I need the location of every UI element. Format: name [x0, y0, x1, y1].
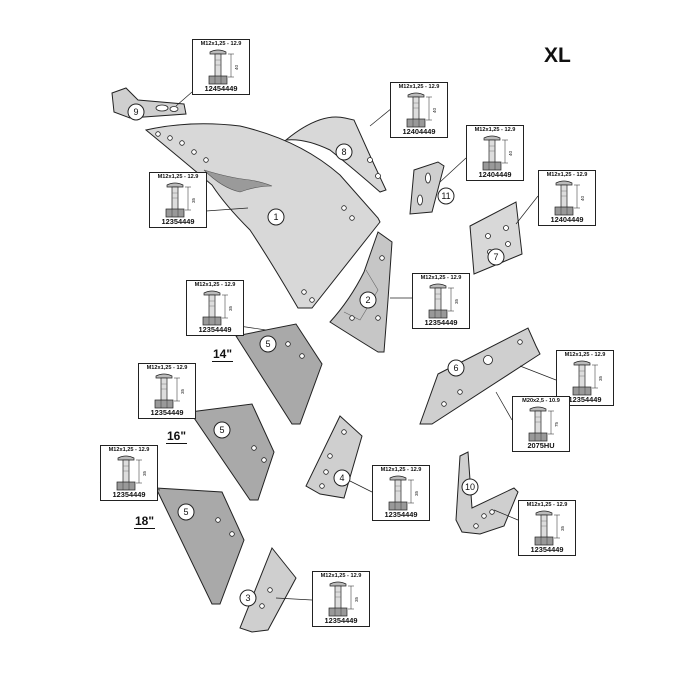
bolt-code: 2075HU: [527, 441, 555, 450]
bolt-length: 35: [354, 596, 359, 602]
bolt-box-part-6-m20[interactable]: M20x2,5 - 10.9 2075HU 75: [512, 396, 570, 452]
bolt-icon: [428, 283, 454, 319]
part-5-14-number: 5: [265, 339, 270, 349]
bolt-icon: [328, 581, 354, 617]
bolt-icon: [154, 373, 180, 409]
bolt-spec: M12x1,25 - 12.9: [526, 502, 568, 508]
part-8-number: 8: [341, 147, 346, 157]
part-5-share-18[interactable]: [155, 487, 245, 605]
bolt-code: 12404449: [402, 127, 436, 136]
bolt-code: 12404449: [550, 215, 584, 224]
bolt-spec: M12x1,25 - 12.9: [200, 41, 242, 47]
bolt-icon: [572, 360, 598, 396]
bolt-length: 40: [432, 107, 437, 113]
bolt-length: 40: [234, 64, 239, 70]
bolt-length: 35: [414, 490, 419, 496]
bolt-box-part-1[interactable]: M12x1,25 - 12.9 12354449 35: [149, 172, 207, 228]
bolt-icon: [534, 510, 560, 546]
bolt-spec: M12x1,25 - 12.9: [398, 84, 440, 90]
bolt-code: 12454449: [204, 84, 238, 93]
bolt-length: 75: [554, 421, 559, 427]
bolt-box-part-5-16[interactable]: M12x1,25 - 12.9 12354449 35: [138, 363, 196, 419]
bolt-length: 35: [142, 470, 147, 476]
part-2-number: 2: [365, 295, 370, 305]
bolt-box-part-4[interactable]: M12x1,25 - 12.9 12354449 35: [372, 465, 430, 521]
bolt-code: 12354449: [424, 318, 458, 327]
bolt-code: 12354449: [530, 545, 564, 554]
bolt-box-part-11[interactable]: M12x1,25 - 12.9 12404449 40: [466, 125, 524, 181]
part-1-mouldboard[interactable]: [144, 123, 381, 309]
bolt-icon: [116, 455, 142, 491]
bolt-icon: [388, 475, 414, 511]
bolt-length: 40: [508, 150, 513, 156]
bolt-icon: [482, 135, 508, 171]
part-11-plate[interactable]: [409, 161, 445, 215]
share-size-18: 18": [134, 514, 156, 529]
part-callouts: [127, 103, 505, 607]
part-3-point[interactable]: [239, 547, 297, 633]
part-5-share-14[interactable]: [235, 323, 323, 425]
bolt-spec: M12x1,25 - 12.9: [146, 365, 188, 371]
bolt-code: 12354449: [324, 616, 358, 625]
bolt-code: 12354449: [384, 510, 418, 519]
bolt-length: 35: [454, 298, 459, 304]
bolt-icon: [202, 290, 228, 326]
bolt-spec: M12x1,25 - 12.9: [546, 172, 588, 178]
bolt-spec: M12x1,25 - 12.9: [380, 467, 422, 473]
bolt-code: 12354449: [568, 395, 602, 404]
bolt-box-part-7[interactable]: M12x1,25 - 12.9 12404449 40: [538, 170, 596, 226]
part-4-plate[interactable]: [305, 415, 363, 499]
bolt-icon: [208, 49, 234, 85]
share-size-14: 14": [212, 347, 234, 362]
bolt-code: 12404449: [478, 170, 512, 179]
bolt-box-part-5-14[interactable]: M12x1,25 - 12.9 12354449 35: [186, 280, 244, 336]
bolt-box-part-5-18[interactable]: M12x1,25 - 12.9 12354449 35: [100, 445, 158, 501]
bolt-length: 35: [228, 305, 233, 311]
part-11-number: 11: [441, 191, 450, 201]
bolt-spec: M12x1,25 - 12.9: [474, 127, 516, 133]
bolt-code: 12354449: [112, 490, 146, 499]
bolt-spec: M20x2,5 - 10.9: [522, 398, 560, 404]
bolt-spec: M12x1,25 - 12.9: [194, 282, 236, 288]
bolt-length: 40: [580, 195, 585, 201]
part-4-number: 4: [339, 473, 344, 483]
part-9-number: 9: [133, 107, 138, 117]
part-5-16-number: 5: [219, 425, 224, 435]
bolt-icon: [406, 92, 432, 128]
part-1-number: 1: [273, 212, 278, 222]
bolt-spec: M12x1,25 - 12.9: [157, 174, 199, 180]
bolt-box-part-2[interactable]: M12x1,25 - 12.9 12354449 35: [412, 273, 470, 329]
bolt-length: 35: [180, 388, 185, 394]
bolt-box-part-3[interactable]: M12x1,25 - 12.9 12354449 35: [312, 571, 370, 627]
part-7-plate[interactable]: [469, 201, 523, 275]
bolt-box-part-10[interactable]: M12x1,25 - 12.9 12354449 35: [518, 500, 576, 556]
part-6-bar[interactable]: [419, 327, 541, 425]
model-title: XL: [544, 44, 571, 67]
bolt-box-part-8[interactable]: M12x1,25 - 12.9 12404449 40: [390, 82, 448, 138]
bolt-length: 35: [191, 197, 196, 203]
share-size-16: 16": [166, 429, 188, 444]
part-3-number: 3: [245, 593, 250, 603]
bolt-code: 12354449: [161, 217, 195, 226]
bolt-icon: [554, 180, 580, 216]
bolt-box-part-9[interactable]: M12x1,25 - 12.9 12454449 40: [192, 39, 250, 95]
bolt-icon: [528, 406, 554, 442]
part-5-18-number: 5: [183, 507, 188, 517]
bolt-spec: M12x1,25 - 12.9: [108, 447, 150, 453]
bolt-length: 35: [560, 525, 565, 531]
part-7-number: 7: [493, 252, 498, 262]
part-5-share-16[interactable]: [189, 403, 275, 501]
part-10-number: 10: [465, 482, 475, 492]
bolt-length: 35: [598, 375, 603, 381]
bolt-code: 12354449: [198, 325, 232, 334]
part-6-number: 6: [453, 363, 458, 373]
bolt-spec: M12x1,25 - 12.9: [564, 352, 606, 358]
part-9-bracket[interactable]: [111, 87, 187, 119]
bolt-spec: M12x1,25 - 12.9: [420, 275, 462, 281]
bolt-spec: M12x1,25 - 12.9: [320, 573, 362, 579]
bolt-icon: [165, 182, 191, 218]
bolt-code: 12354449: [150, 408, 184, 417]
